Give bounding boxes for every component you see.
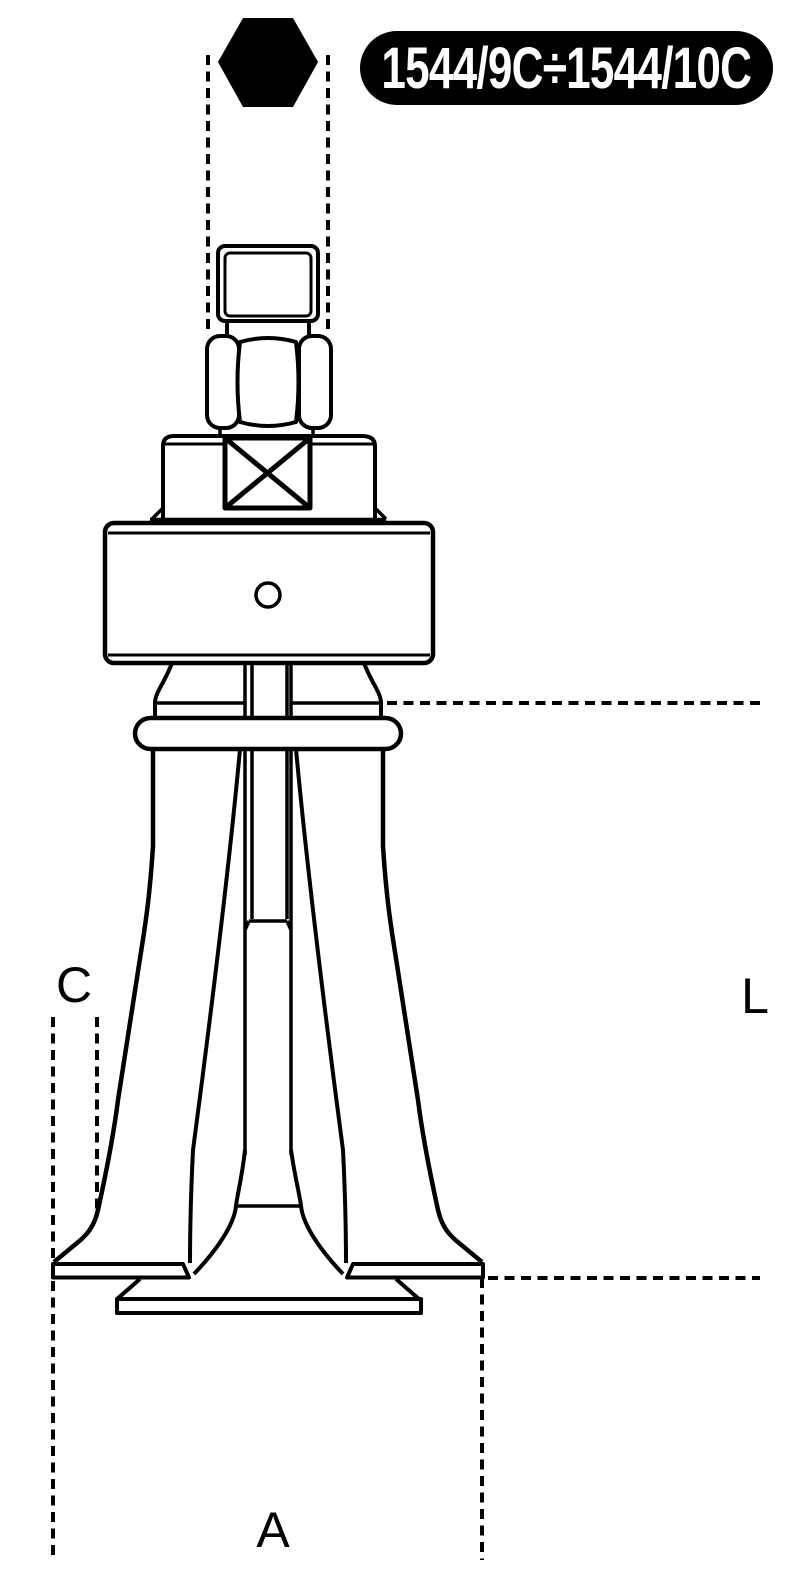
cross-knurl-icon <box>222 435 313 511</box>
pilot-hole <box>254 581 282 609</box>
part-number-text: 1544/9C÷1544/10C <box>381 35 753 101</box>
expansion-cone <box>192 1149 345 1276</box>
dimension-label-l: L <box>741 968 769 1024</box>
hex-drive-icon <box>218 18 318 107</box>
part-number-badge: 1544/9C÷1544/10C <box>360 31 773 105</box>
slide-body-block <box>102 520 436 666</box>
collet-shoulder <box>153 662 383 719</box>
dimension-label-c: C <box>55 957 93 1013</box>
collet-ring <box>132 715 404 752</box>
dimension-lines <box>51 55 760 1560</box>
drive-screw-head <box>216 244 320 337</box>
hex-nut <box>205 334 333 435</box>
dimension-label-a: A <box>256 1502 290 1558</box>
base-plate <box>115 1277 423 1315</box>
collet-legs <box>52 748 484 1264</box>
collet-feet <box>51 1262 485 1280</box>
